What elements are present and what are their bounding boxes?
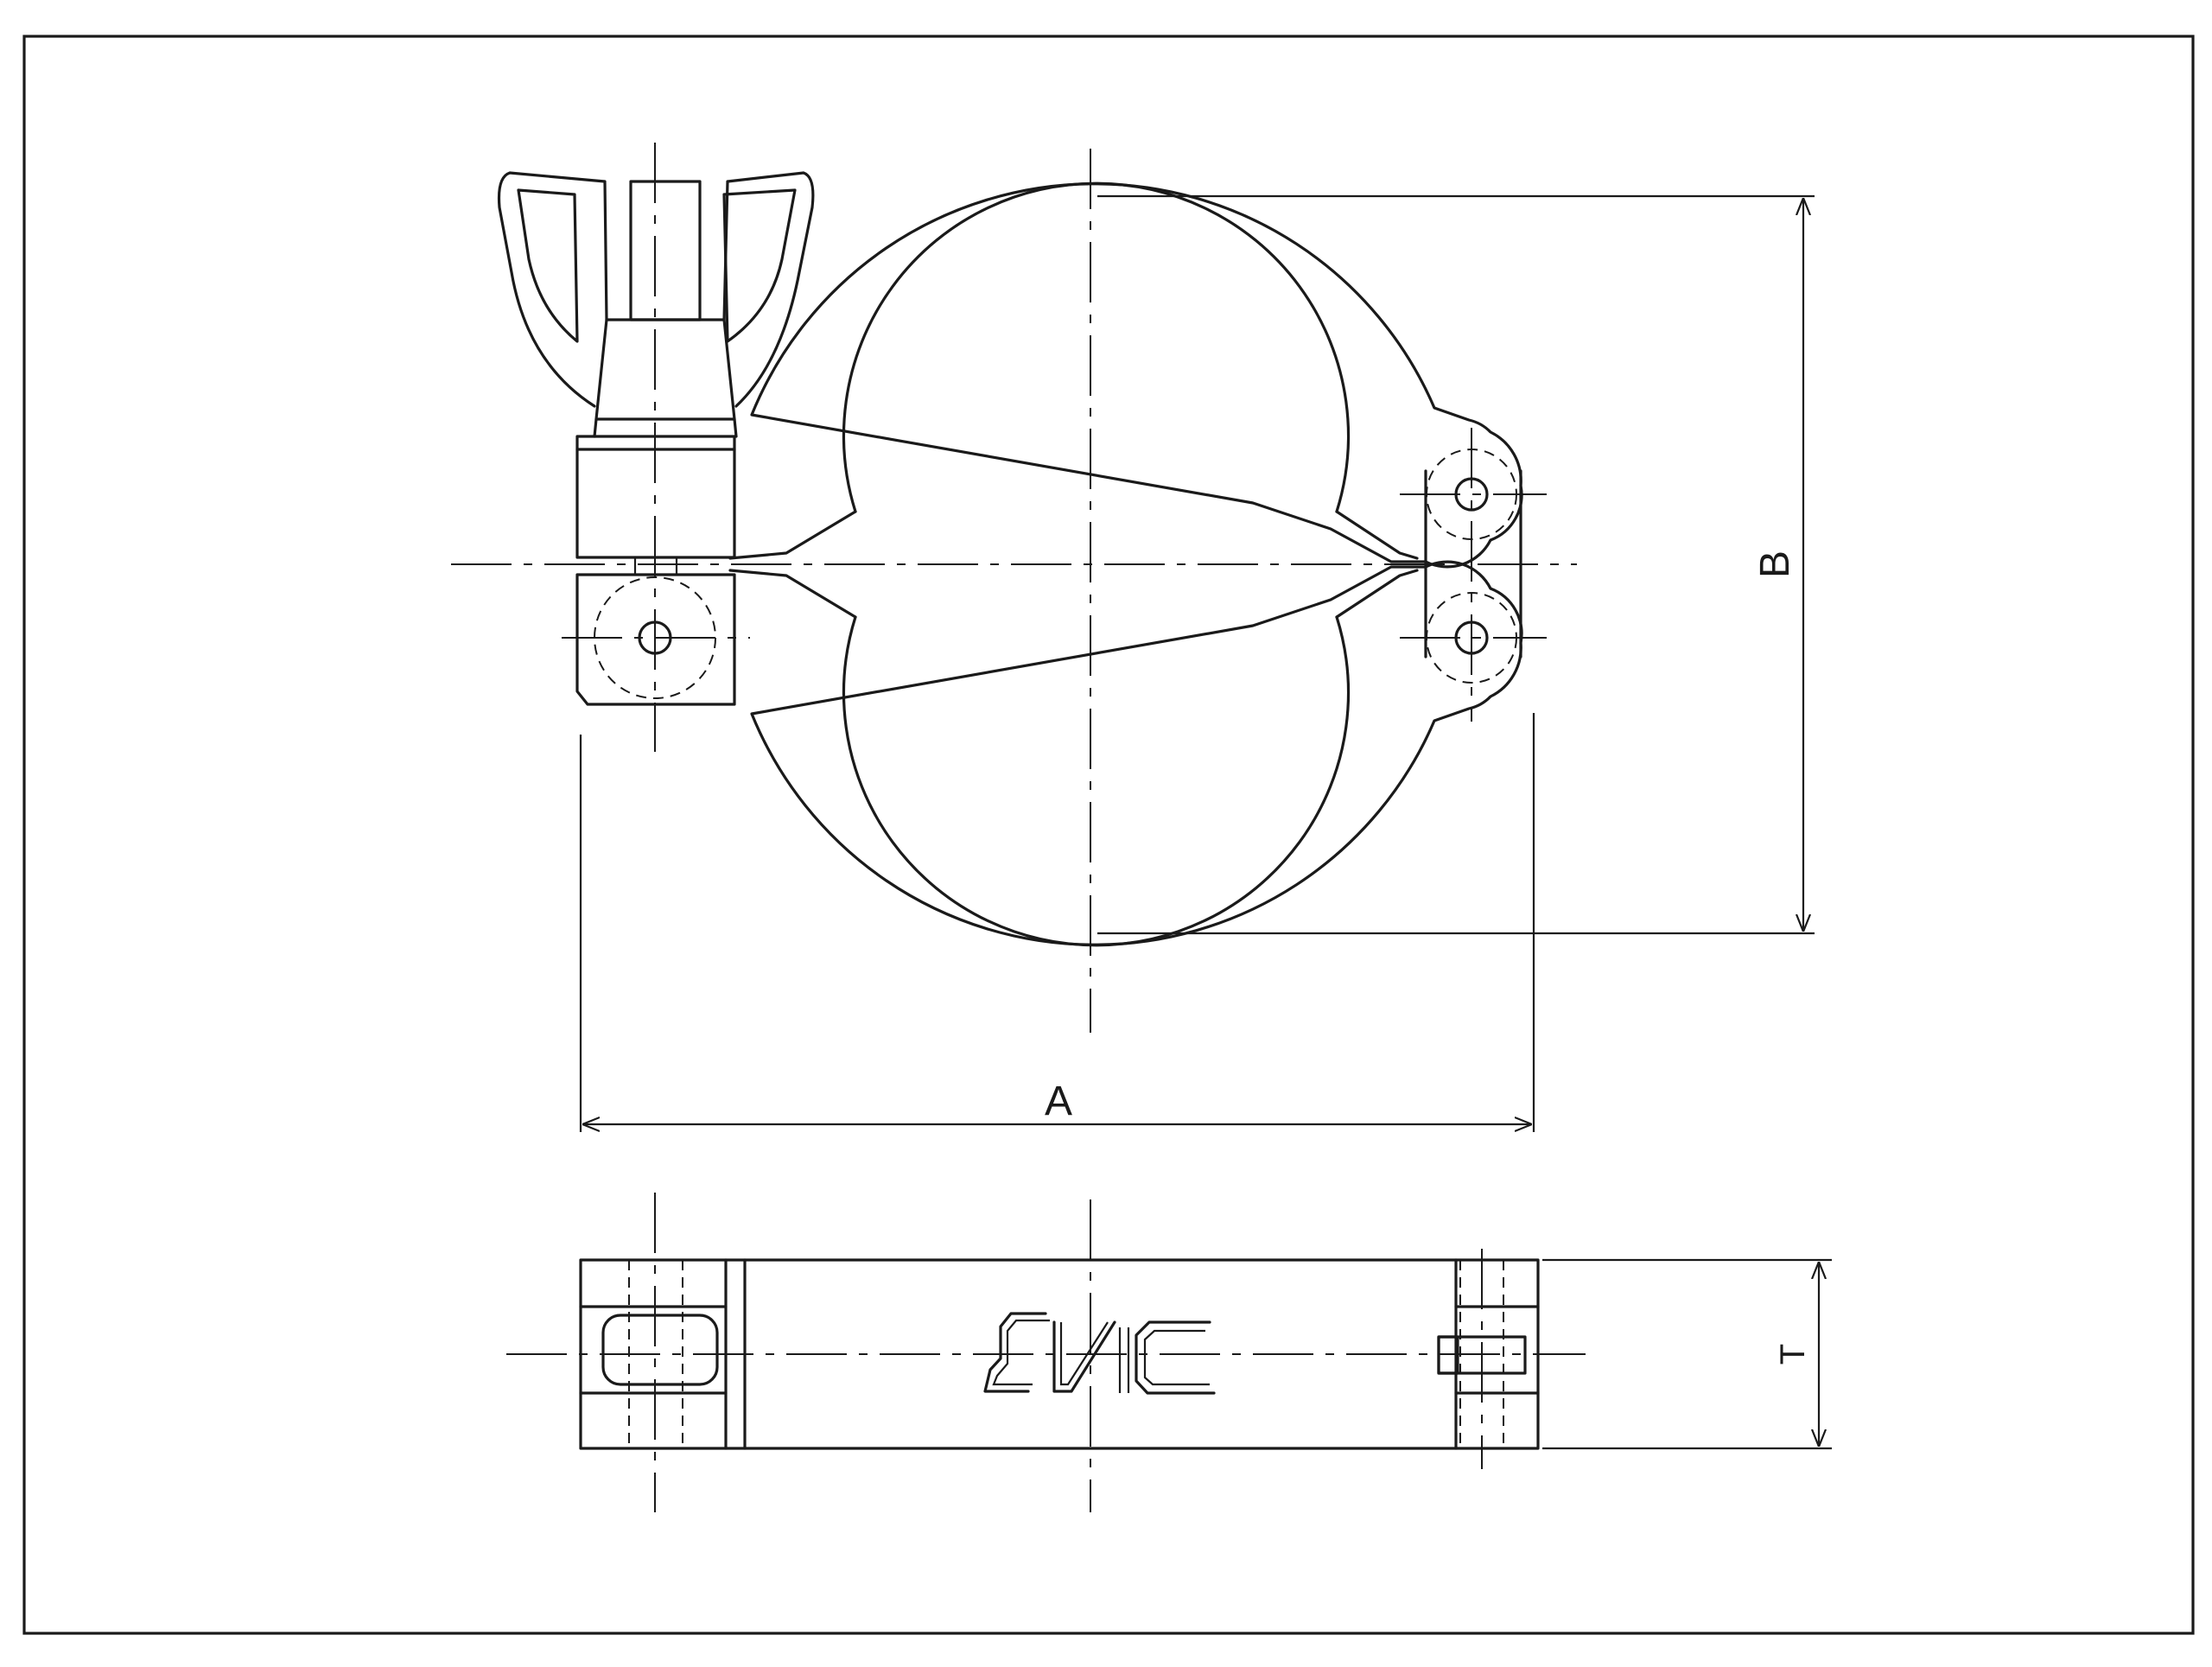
dimension-a-label: A bbox=[1045, 1078, 1072, 1124]
dimension-a: A bbox=[579, 713, 1535, 1132]
wing-nut bbox=[497, 171, 815, 438]
drawing-frame bbox=[22, 35, 2195, 1635]
side-view-clamp: SVC bbox=[506, 1193, 1586, 1512]
clamp-inner-bore bbox=[842, 181, 1351, 513]
dimension-t-label: T bbox=[1774, 1344, 1812, 1365]
svc-logo-text: SVC bbox=[1079, 1365, 1118, 1387]
front-view-clamp bbox=[451, 143, 1577, 1033]
dimension-b-label: B bbox=[1752, 550, 1798, 578]
dimension-b: B bbox=[1097, 194, 1815, 935]
clamp-outline bbox=[750, 182, 1523, 569]
dimension-t: T bbox=[1542, 1258, 1832, 1450]
